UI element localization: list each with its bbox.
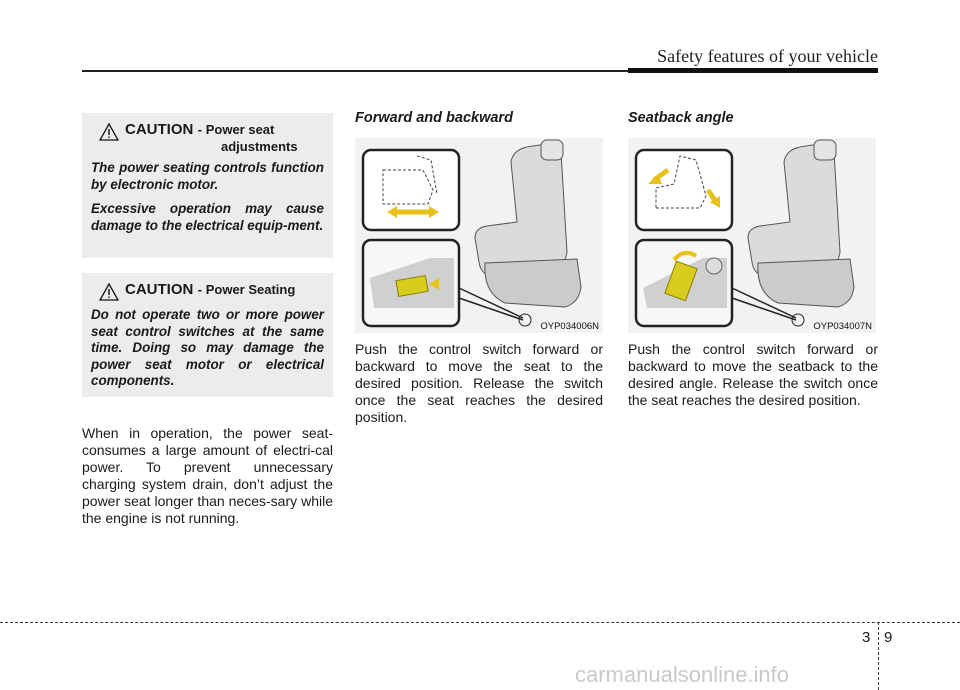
page-number: 9 [884,629,893,646]
caution-header: CAUTION - Power seat adjustments [99,121,324,154]
caution-header: CAUTION - Power Seating [99,281,324,301]
seat-illustration [634,139,855,328]
figure-forward-backward: OYP034006N [355,138,603,333]
section-title-seatback: Seatback angle [628,110,734,126]
body-paragraph: Push the control switch forward or backw… [355,341,603,425]
caution-box-power-seat: CAUTION - Power seat adjustments The pow… [82,113,333,258]
body-paragraph: Push the control switch forward or backw… [628,341,878,408]
page-divider [878,622,879,690]
warning-triangle-icon [99,123,119,141]
caution-subtitle-cont: adjustments [221,139,298,154]
caution-subtitle: - Power Seating [197,282,296,297]
figure-code: OYP034007N [813,321,872,332]
header-rule [82,70,878,72]
header-rule-accent [628,68,878,73]
caution-text: Excessive operation may cause damage to … [91,201,324,233]
caution-label: CAUTION [125,121,194,138]
caution-label: CAUTION [125,281,194,298]
figure-code: OYP034006N [540,321,599,332]
warning-triangle-icon [99,283,119,301]
footer-rule [0,622,960,623]
caution-text: Do not operate two or more power seat co… [91,307,324,388]
figure-seatback-angle: OYP034007N [628,138,876,333]
caution-text: The power seating controls function by e… [91,160,324,192]
caution-box-power-seating: CAUTION - Power Seating Do not operate t… [82,273,333,397]
body-paragraph: When in operation, the power seat-consum… [82,425,333,526]
page-chapter: 3 [862,629,871,646]
caution-subtitle: - Power seat [197,122,275,137]
section-title-forward: Forward and backward [355,110,513,126]
seat-illustration [361,139,582,328]
watermark: carmanualsonline.info [575,662,790,687]
header-title: Safety features of your vehicle [657,46,878,66]
